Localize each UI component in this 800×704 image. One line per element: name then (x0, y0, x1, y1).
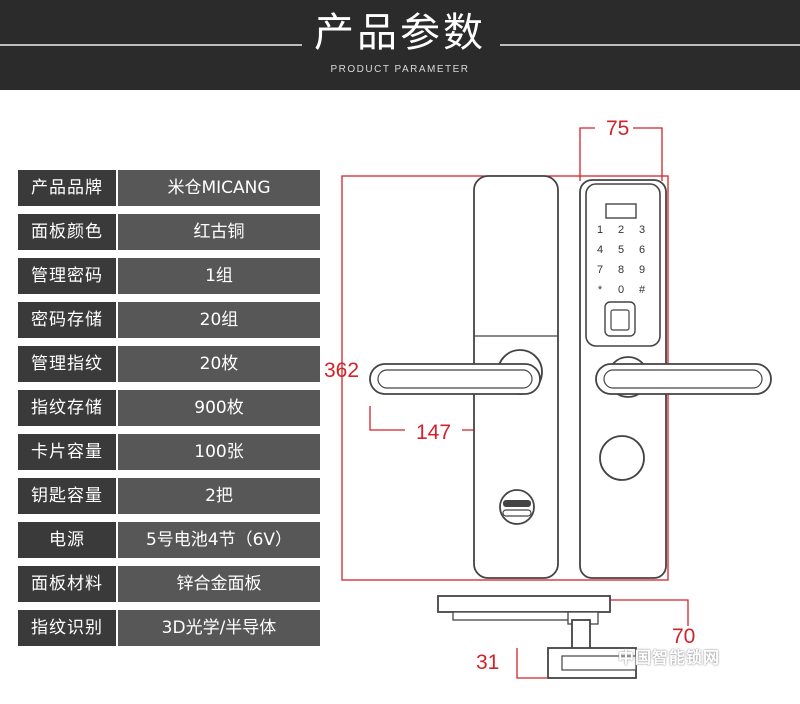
dimension-thickness-label: 31 (476, 651, 500, 674)
spec-value: 5号电池4节（6V） (118, 522, 320, 558)
spec-value: 20组 (118, 302, 320, 338)
keypad-key: 2 (618, 224, 624, 236)
profile-handle-inner (561, 655, 637, 671)
interior-handle-inner (377, 369, 533, 389)
spec-label: 面板材料 (18, 566, 116, 602)
fingerprint-sensor-pad (610, 309, 630, 331)
header-rule-left (0, 44, 302, 46)
spec-label: 卡片容量 (18, 434, 116, 470)
spec-label: 指纹存储 (18, 390, 116, 426)
exterior-handle-inner (603, 369, 763, 389)
width-dimension-left (579, 127, 595, 181)
keypad-key: 8 (618, 264, 624, 276)
spec-row: 管理密码 1组 (18, 258, 320, 294)
spec-row: 电源 5号电池4节（6V） (18, 522, 320, 558)
exterior-lock (579, 179, 772, 579)
header-rule-right (500, 44, 800, 46)
spec-value: 红古铜 (118, 214, 320, 250)
spec-row: 钥匙容量 2把 (18, 478, 320, 514)
spec-label: 面板颜色 (18, 214, 116, 250)
profile-panel-top (437, 595, 611, 613)
spec-row: 指纹识别 3D光学/半导体 (18, 610, 320, 646)
keypad-key: 5 (618, 244, 624, 256)
spec-label: 电源 (18, 522, 116, 558)
lock-diagram: 1 2 3 4 5 6 7 8 9 * 0 # 75 362 147 70 31 (310, 96, 800, 704)
spec-label: 钥匙容量 (18, 478, 116, 514)
spec-row: 管理指纹 20枚 (18, 346, 320, 382)
width-dimension-right (633, 127, 663, 181)
spec-value: 100张 (118, 434, 320, 470)
spec-value: 900枚 (118, 390, 320, 426)
spec-label: 管理指纹 (18, 346, 116, 382)
page-subtitle: PRODUCT PARAMETER (330, 64, 470, 75)
dimension-height-label: 362 (324, 359, 360, 382)
spec-row: 指纹存储 900枚 (18, 390, 320, 426)
interior-lock (369, 175, 559, 579)
spec-value: 20枚 (118, 346, 320, 382)
thumb-turn-bar-lower (502, 509, 532, 517)
mechanical-key-cylinder (599, 435, 645, 481)
profile-view (437, 595, 637, 679)
thickness-dimension (516, 648, 547, 679)
spec-label: 密码存储 (18, 302, 116, 338)
spec-value: 2把 (118, 478, 320, 514)
spec-label: 指纹识别 (18, 610, 116, 646)
spec-value: 米仓MICANG (118, 170, 320, 206)
thumb-turn-bar (503, 500, 531, 507)
spec-value: 1组 (118, 258, 320, 294)
card-reader-window (605, 203, 637, 219)
dimension-depth-label: 70 (672, 625, 696, 648)
keypad-key: 7 (597, 264, 603, 276)
keypad-key: 4 (597, 244, 603, 256)
spec-row: 密码存储 20组 (18, 302, 320, 338)
spec-row: 产品品牌 米仓MICANG (18, 170, 320, 206)
spec-row: 面板颜色 红古铜 (18, 214, 320, 250)
depth-dimension (605, 599, 689, 626)
keypad-key: # (639, 284, 646, 296)
watermark: 中国智能锁网 (618, 648, 721, 667)
keypad-key: 6 (639, 244, 645, 256)
dimension-width-label: 75 (606, 117, 630, 140)
spec-label: 产品品牌 (18, 170, 116, 206)
keypad-key: * (598, 284, 603, 296)
spec-row: 面板材料 锌合金面板 (18, 566, 320, 602)
spec-row: 卡片容量 100张 (18, 434, 320, 470)
keypad-digits: 1 2 3 4 5 6 7 8 9 * 0 # (597, 224, 646, 296)
keypad-key: 0 (618, 284, 624, 296)
spec-label: 管理密码 (18, 258, 116, 294)
page-title: 产品参数 (314, 10, 486, 56)
keypad-key: 1 (597, 224, 603, 236)
lock-drawing: 1 2 3 4 5 6 7 8 9 * 0 # (341, 127, 772, 679)
dimension-handle-label: 147 (416, 421, 452, 444)
page-header: 产品参数 PRODUCT PARAMETER (0, 0, 800, 90)
spec-value: 3D光学/半导体 (118, 610, 320, 646)
keypad-key: 9 (639, 264, 645, 276)
spec-value: 锌合金面板 (118, 566, 320, 602)
handle-dimension-left (369, 406, 405, 431)
keypad-key: 3 (639, 224, 645, 236)
